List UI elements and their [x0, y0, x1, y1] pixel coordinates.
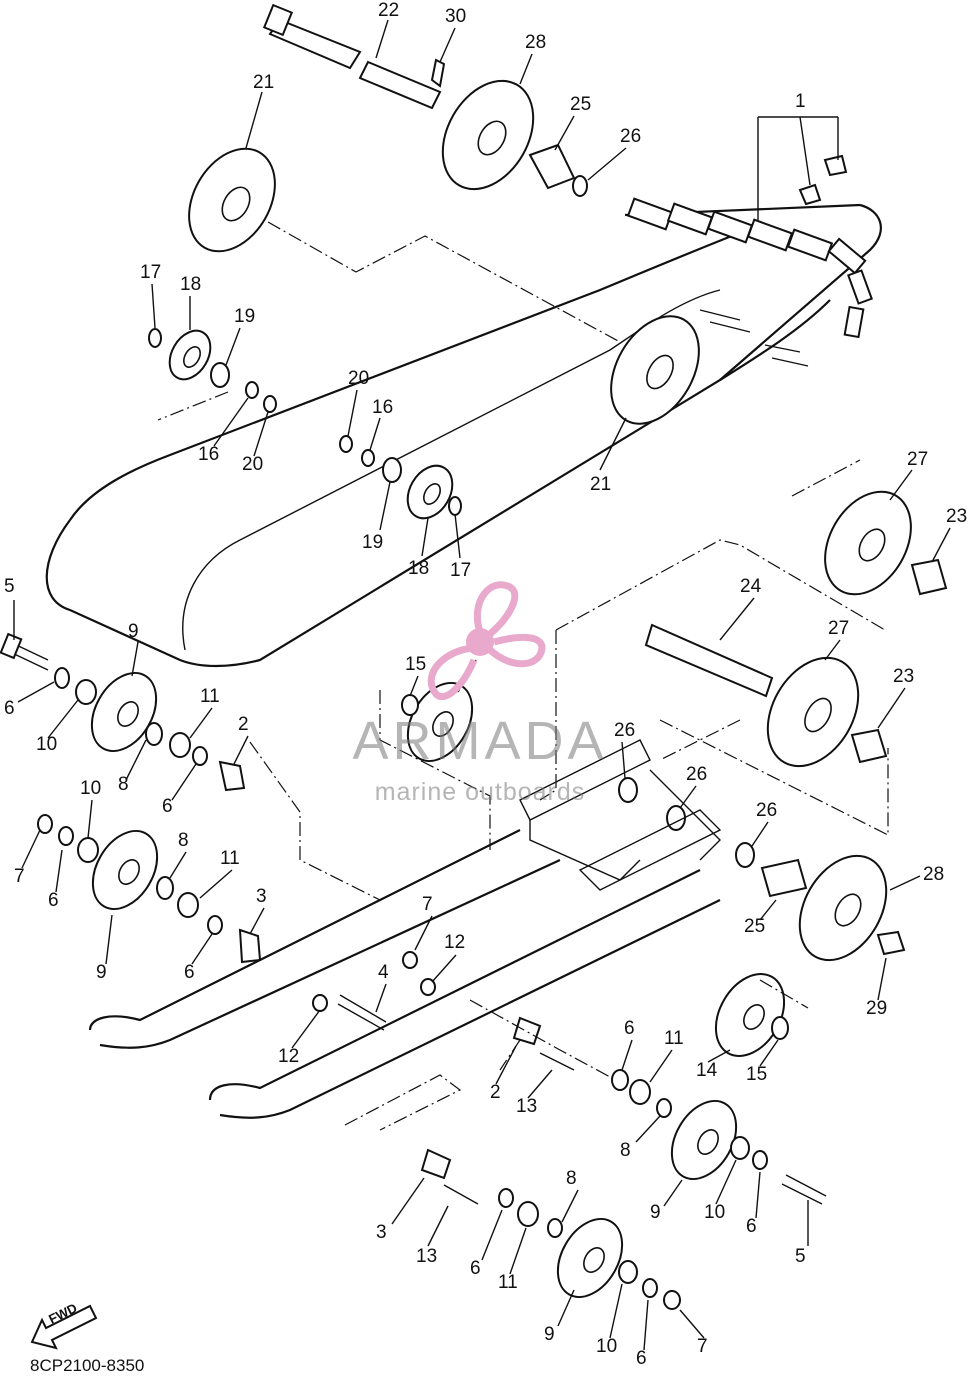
callout-6: 6: [184, 962, 195, 983]
callout-10: 10: [80, 778, 101, 799]
callout-14: 14: [696, 1060, 718, 1081]
callout-11: 11: [200, 686, 220, 707]
callout-10: 10: [596, 1336, 617, 1357]
callout-11: 11: [498, 1272, 518, 1293]
callout-20: 20: [242, 454, 263, 475]
callout-23: 23: [946, 506, 967, 527]
callout-17: 17: [140, 262, 161, 283]
rear-axle: [262, 3, 446, 110]
callout-27: 27: [828, 618, 849, 639]
callout-1: 1: [795, 91, 806, 112]
callout-8: 8: [620, 1140, 631, 1161]
callout-27: 27: [907, 449, 928, 470]
callout-26: 26: [686, 764, 707, 785]
callout-3: 3: [376, 1222, 387, 1243]
callout-6: 6: [636, 1348, 647, 1369]
callout-26: 26: [620, 126, 641, 147]
callout-13: 13: [516, 1096, 537, 1117]
callout-20: 20: [348, 368, 369, 389]
reference-code: 8CP2100-8350: [30, 1356, 145, 1375]
callout-29: 29: [866, 998, 887, 1019]
callout-14: 14: [470, 636, 492, 657]
callout-12: 12: [444, 932, 465, 953]
small-parts: [0, 143, 948, 1310]
callout-18: 18: [408, 558, 429, 579]
callout-16: 16: [372, 397, 393, 418]
callout-8: 8: [118, 774, 129, 795]
callout-7: 7: [14, 866, 25, 887]
callout-7: 7: [422, 894, 433, 915]
callout-21: 21: [590, 474, 611, 495]
callout-22: 22: [378, 0, 399, 21]
callout-24: 24: [740, 576, 762, 597]
callout-25: 25: [744, 916, 765, 937]
fwd-arrow-icon: [30, 1304, 98, 1350]
callout-6: 6: [746, 1216, 757, 1237]
callout-19: 19: [362, 532, 383, 553]
slide-rail-frame: [88, 739, 722, 1119]
callout-9: 9: [544, 1324, 555, 1345]
callout-8: 8: [566, 1168, 577, 1189]
track-belt: [45, 203, 882, 668]
callout-9: 9: [650, 1202, 661, 1223]
callout-8: 8: [178, 830, 189, 851]
callout-6: 6: [48, 890, 59, 911]
callout-6: 6: [470, 1258, 481, 1279]
callout-12: 12: [278, 1046, 299, 1067]
track-clips: [757, 116, 848, 220]
callout-23: 23: [893, 666, 914, 687]
wheels: [90, 79, 912, 1298]
callout-15: 15: [405, 654, 426, 675]
callout-9: 9: [128, 621, 139, 642]
callout-7: 7: [697, 1336, 708, 1357]
callout-6: 6: [162, 796, 173, 817]
callout-19: 19: [234, 306, 255, 327]
callout-16: 16: [198, 444, 219, 465]
callout-11: 11: [220, 848, 240, 869]
callout-5: 5: [4, 576, 15, 597]
leader-lines: [13, 19, 951, 1351]
callout-6: 6: [4, 698, 15, 719]
callout-2: 2: [490, 1082, 501, 1103]
callout-3: 3: [256, 886, 267, 907]
callout-2: 2: [238, 714, 249, 735]
callout-4: 4: [378, 962, 389, 983]
callout-5: 5: [795, 1246, 806, 1267]
callout-26: 26: [614, 720, 635, 741]
callout-30: 30: [445, 6, 466, 27]
callout-10: 10: [704, 1202, 725, 1223]
callout-28: 28: [923, 864, 944, 885]
callout-13: 13: [416, 1246, 437, 1267]
callout-11: 11: [664, 1028, 684, 1049]
callout-17: 17: [450, 560, 471, 581]
assembly-lines: [157, 221, 889, 1131]
callout-6: 6: [624, 1018, 635, 1039]
callout-15: 15: [746, 1064, 767, 1085]
callout-25: 25: [570, 94, 591, 115]
callout-18: 18: [180, 274, 201, 295]
callout-9: 9: [96, 962, 107, 983]
track-links: [626, 197, 873, 367]
callout-21: 21: [253, 72, 274, 93]
callout-28: 28: [525, 32, 546, 53]
callout-26: 26: [756, 800, 777, 821]
callout-10: 10: [36, 734, 57, 755]
